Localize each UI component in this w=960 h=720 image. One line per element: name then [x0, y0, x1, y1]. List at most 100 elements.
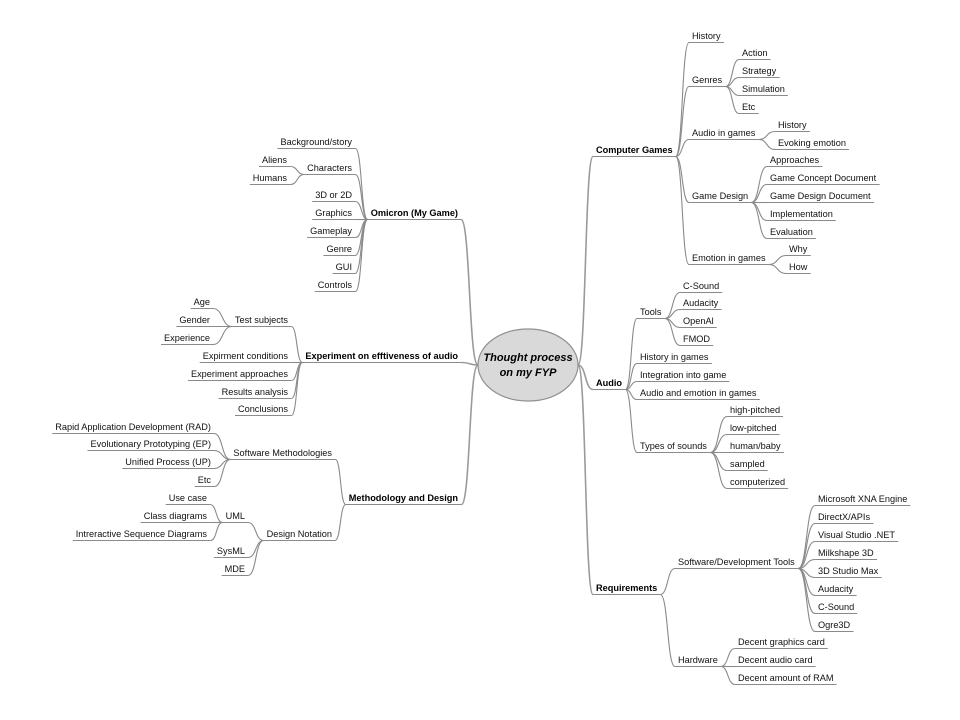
- link-au-au_tools: [624, 317, 638, 391]
- node-cg-history: History: [692, 31, 721, 41]
- node-ex-subj-age: Age: [194, 297, 210, 307]
- node-md-sm: Software Methodologies: [233, 448, 332, 458]
- link-ex-ex_subjects: [290, 325, 303, 364]
- link-au_tools-au_tools_fmod: [664, 317, 681, 347]
- link-om-om_characters: [354, 173, 369, 221]
- node-au-types-comp: computerized: [730, 477, 785, 487]
- node-cg-genres-strategy: Strategy: [742, 66, 777, 76]
- node-cg-genres-action: Action: [742, 48, 768, 58]
- node-au-types-high: high-pitched: [730, 405, 780, 415]
- node-rq-hw-ram: Decent amount of RAM: [738, 673, 834, 683]
- node-cg-genres-simulation: Simulation: [742, 84, 785, 94]
- node-cg-audio-evoking: Evoking emotion: [778, 138, 846, 148]
- link-rq_sw-rq_sw_csound: [797, 567, 816, 615]
- link-md-md_dn: [334, 503, 347, 542]
- node-ex-approaches: Experiment approaches: [191, 369, 288, 379]
- link-md_dn-md_dn_sysml: [247, 539, 264, 559]
- link-rq-rq_hw: [659, 593, 676, 668]
- central-topic-line2: on my FYP: [500, 367, 558, 379]
- node-om: Omicron (My Game): [371, 208, 458, 218]
- link-ex-ex_conclusions: [290, 361, 303, 417]
- node-md-dn-sysml: SysML: [217, 546, 245, 556]
- central-topic-ellipse: [477, 328, 579, 402]
- node-om-gui: GUI: [336, 262, 352, 272]
- link-au-au_types: [624, 388, 638, 454]
- link-center-ex: [461, 361, 479, 366]
- node-au-tools-fmod: FMOD: [683, 334, 710, 344]
- link-rq_sw-rq_sw_directx: [797, 522, 816, 570]
- node-au-types-sampled: sampled: [730, 459, 765, 469]
- link-md_dn-md_dn_uml: [247, 521, 264, 542]
- node-cg-audio-history: History: [778, 120, 807, 130]
- node-ex-conditions: Expirment conditions: [203, 351, 289, 361]
- node-ex-subjects: Test subjects: [235, 315, 289, 325]
- node-md-dn-uml-class: Class diagrams: [144, 511, 208, 521]
- link-cg-cg_emotion: [675, 155, 690, 266]
- node-rq-sw-directx: DirectX/APIs: [818, 512, 870, 522]
- node-au-tools-audacity: Audacity: [683, 298, 719, 308]
- link-au_types-au_types_comp: [710, 451, 728, 490]
- node-om-char-humans: Humans: [253, 173, 288, 183]
- node-ex-subj-gender: Gender: [179, 315, 210, 325]
- node-cg-design: Game Design: [692, 191, 748, 201]
- link-rq_hw-rq_hw_gfx: [720, 647, 736, 668]
- node-ex-results: Results analysis: [222, 387, 289, 397]
- node-md-sm-up: Unified Process (UP): [125, 457, 211, 467]
- node-cg-design-eval: Evaluation: [770, 227, 813, 237]
- link-rq-rq_sw: [660, 567, 676, 596]
- link-md_dn_uml-md_dn_uml_usecase: [209, 503, 223, 524]
- node-rq-sw-audacity: Audacity: [818, 584, 854, 594]
- link-cg_design-cg_design_approaches: [750, 165, 768, 204]
- link-center-au: [577, 364, 594, 391]
- node-au-history: History in games: [640, 352, 709, 362]
- node-om-genre: Genre: [326, 244, 352, 254]
- node-cg-emotion-how: How: [789, 262, 808, 272]
- node-cg-design-impl: Implementation: [770, 209, 833, 219]
- node-au-tools: Tools: [640, 307, 662, 317]
- node-md: Methodology and Design: [349, 493, 459, 503]
- link-rq_hw-rq_hw_ram: [720, 665, 736, 686]
- node-md-dn: Design Notation: [267, 529, 332, 539]
- link-cg_emotion-cg_emotion_why: [768, 254, 787, 266]
- link-ex_subjects-ex_subj_age: [212, 307, 232, 328]
- node-cg-audio: Audio in games: [692, 128, 756, 138]
- node-md-dn-uml: UML: [226, 511, 245, 521]
- link-au_types-au_types_high: [710, 415, 728, 454]
- node-cg-design-document: Game Design Document: [770, 191, 871, 201]
- node-au: Audio: [596, 378, 622, 388]
- link-cg_audio-cg_audio_evoking: [758, 138, 776, 151]
- node-cg-genres: Genres: [692, 75, 723, 85]
- node-ex: Experiment on efftiveness of audio: [305, 351, 458, 361]
- central-topic: Thought process on my FYP: [477, 328, 579, 402]
- node-md-sm-ep: Evolutionary Prototyping (EP): [90, 439, 211, 449]
- node-rq-hw-gfx: Decent graphics card: [738, 637, 825, 647]
- link-md_dn_uml-md_dn_uml_seq: [210, 521, 223, 542]
- link-rq_sw-rq_sw_xna: [797, 504, 816, 570]
- node-om-char-aliens: Aliens: [262, 155, 287, 165]
- node-cg-emotion: Emotion in games: [692, 253, 766, 263]
- node-md-dn-uml-usecase: Use case: [169, 493, 207, 503]
- node-om-graphics: Graphics: [315, 208, 352, 218]
- link-center-cg: [577, 155, 594, 366]
- node-om-background: Background/story: [281, 137, 353, 147]
- link-md-md_sm: [334, 458, 347, 506]
- node-labels: Computer Games History Genres Action Str…: [55, 31, 907, 683]
- node-rq: Requirements: [596, 583, 657, 593]
- node-au-types-low: low-pitched: [730, 423, 776, 433]
- link-cg-cg_genres: [675, 85, 690, 158]
- link-om_characters-om_char_humans: [290, 173, 305, 186]
- node-md-sm-rad: Rapid Application Development (RAD): [55, 422, 211, 432]
- central-topic-line1: Thought process: [483, 352, 572, 364]
- node-cg: Computer Games: [596, 145, 673, 155]
- link-cg_emotion-cg_emotion_how: [768, 263, 787, 275]
- node-rq-sw-3dsmax: 3D Studio Max: [818, 566, 879, 576]
- node-rq-sw-milk: Milkshape 3D: [818, 548, 874, 558]
- link-au_types-au_types_sampled: [710, 451, 728, 472]
- node-cg-design-concept: Game Concept Document: [770, 173, 877, 183]
- node-cg-design-approaches: Approaches: [770, 155, 819, 165]
- node-om-characters: Characters: [307, 163, 352, 173]
- node-md-dn-mde: MDE: [225, 564, 245, 574]
- node-cg-emotion-why: Why: [789, 244, 808, 254]
- link-au_types-au_types_low: [710, 433, 728, 454]
